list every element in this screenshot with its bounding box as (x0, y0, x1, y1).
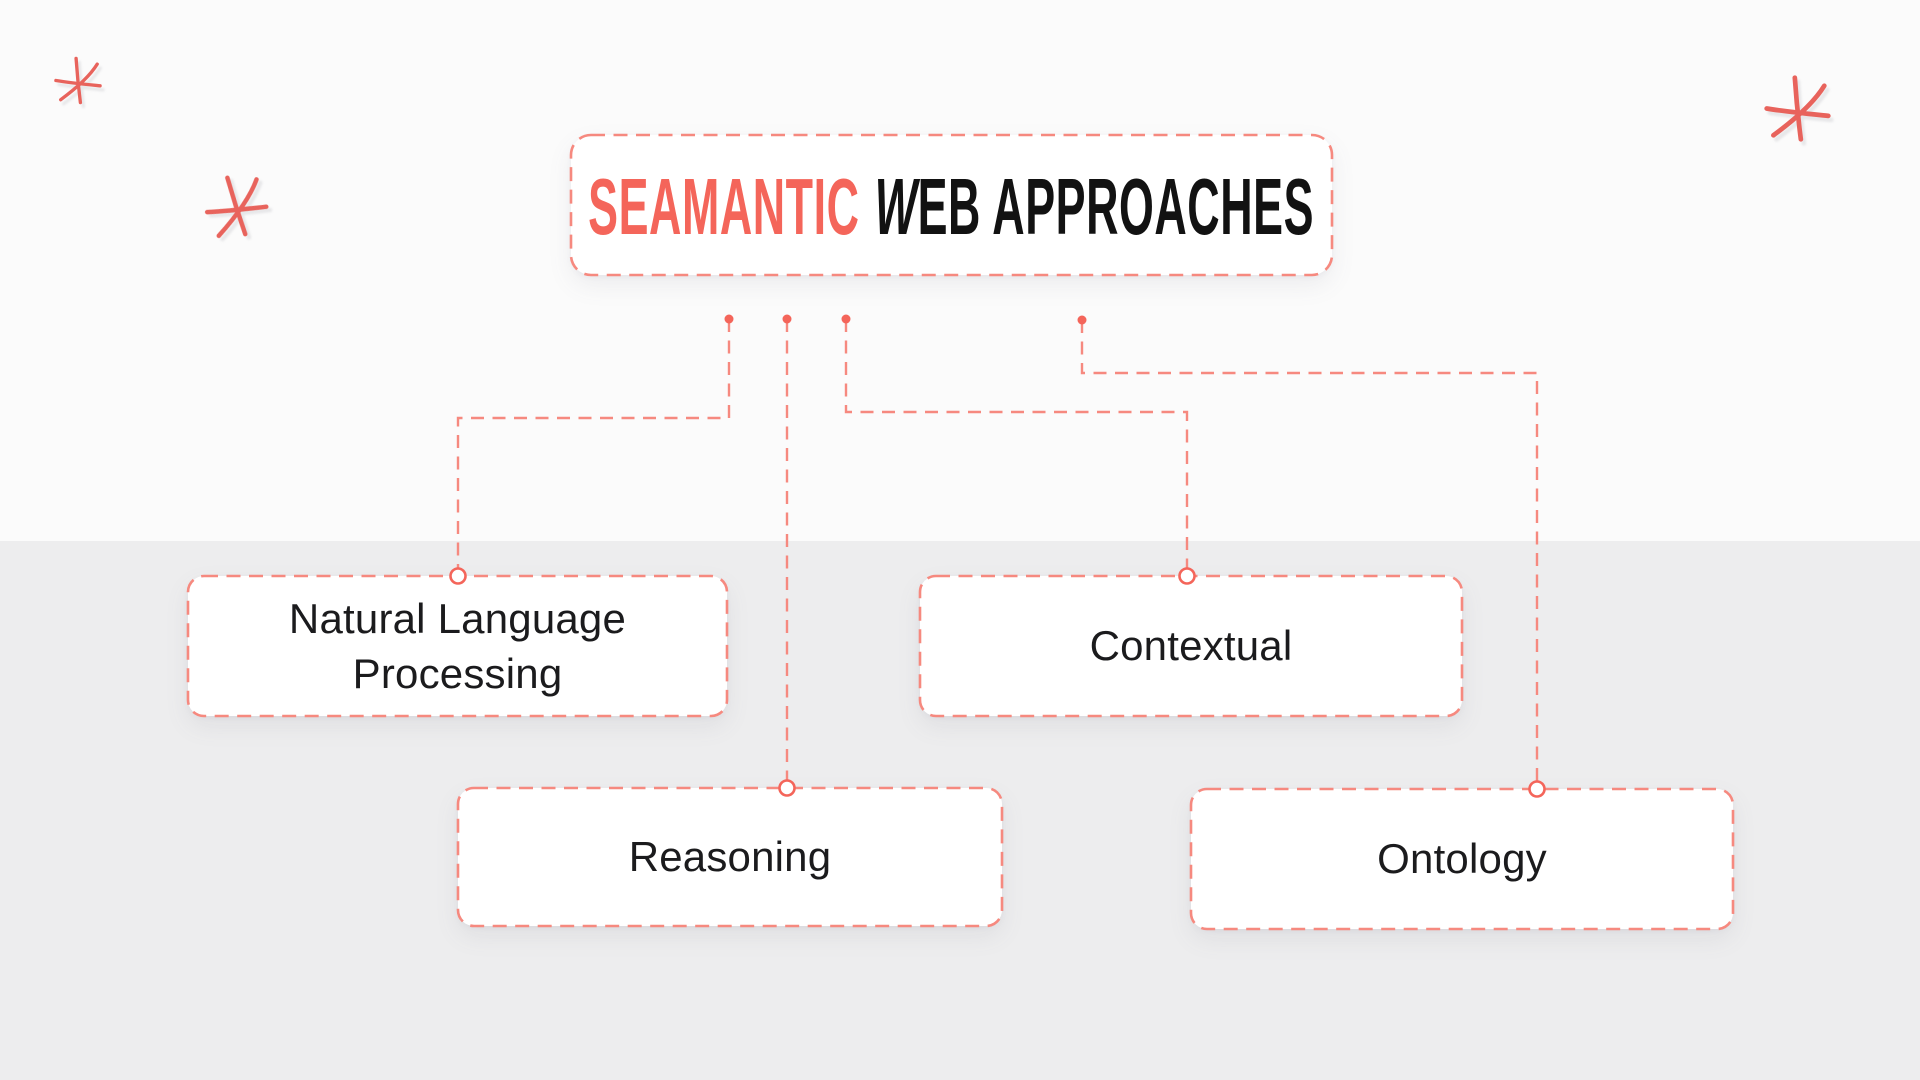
connector-title-to-contextual (844, 319, 1189, 576)
node-label: Contextual (1089, 622, 1293, 670)
node-label: Natural Language Processing (288, 594, 627, 697)
connector-title-to-nlp (456, 319, 731, 576)
node-ontology: Ontology (1191, 789, 1733, 929)
title-highlight: SEAMANTIC (588, 162, 860, 251)
node-natural-language-processing: Natural Language Processing (188, 576, 727, 716)
title-rest: EB APPROACHES (917, 162, 1315, 251)
node-reasoning: Reasoning (458, 788, 1002, 926)
connector-start-dot (841, 314, 851, 324)
title-italic-letter: W (875, 162, 918, 251)
connector-start-dot (1077, 315, 1087, 325)
node-label: Ontology (1377, 835, 1547, 883)
node-label: Reasoning (628, 833, 832, 881)
asterisk-doodle-icon (204, 175, 269, 239)
connector-start-dot (724, 314, 734, 324)
connector-title-to-ontology (1080, 320, 1539, 789)
node-contextual: Contextual (920, 576, 1462, 716)
asterisk-doodle-icon (54, 56, 102, 105)
asterisk-doodle-icon (1764, 75, 1831, 142)
connector-start-dot (782, 314, 792, 324)
